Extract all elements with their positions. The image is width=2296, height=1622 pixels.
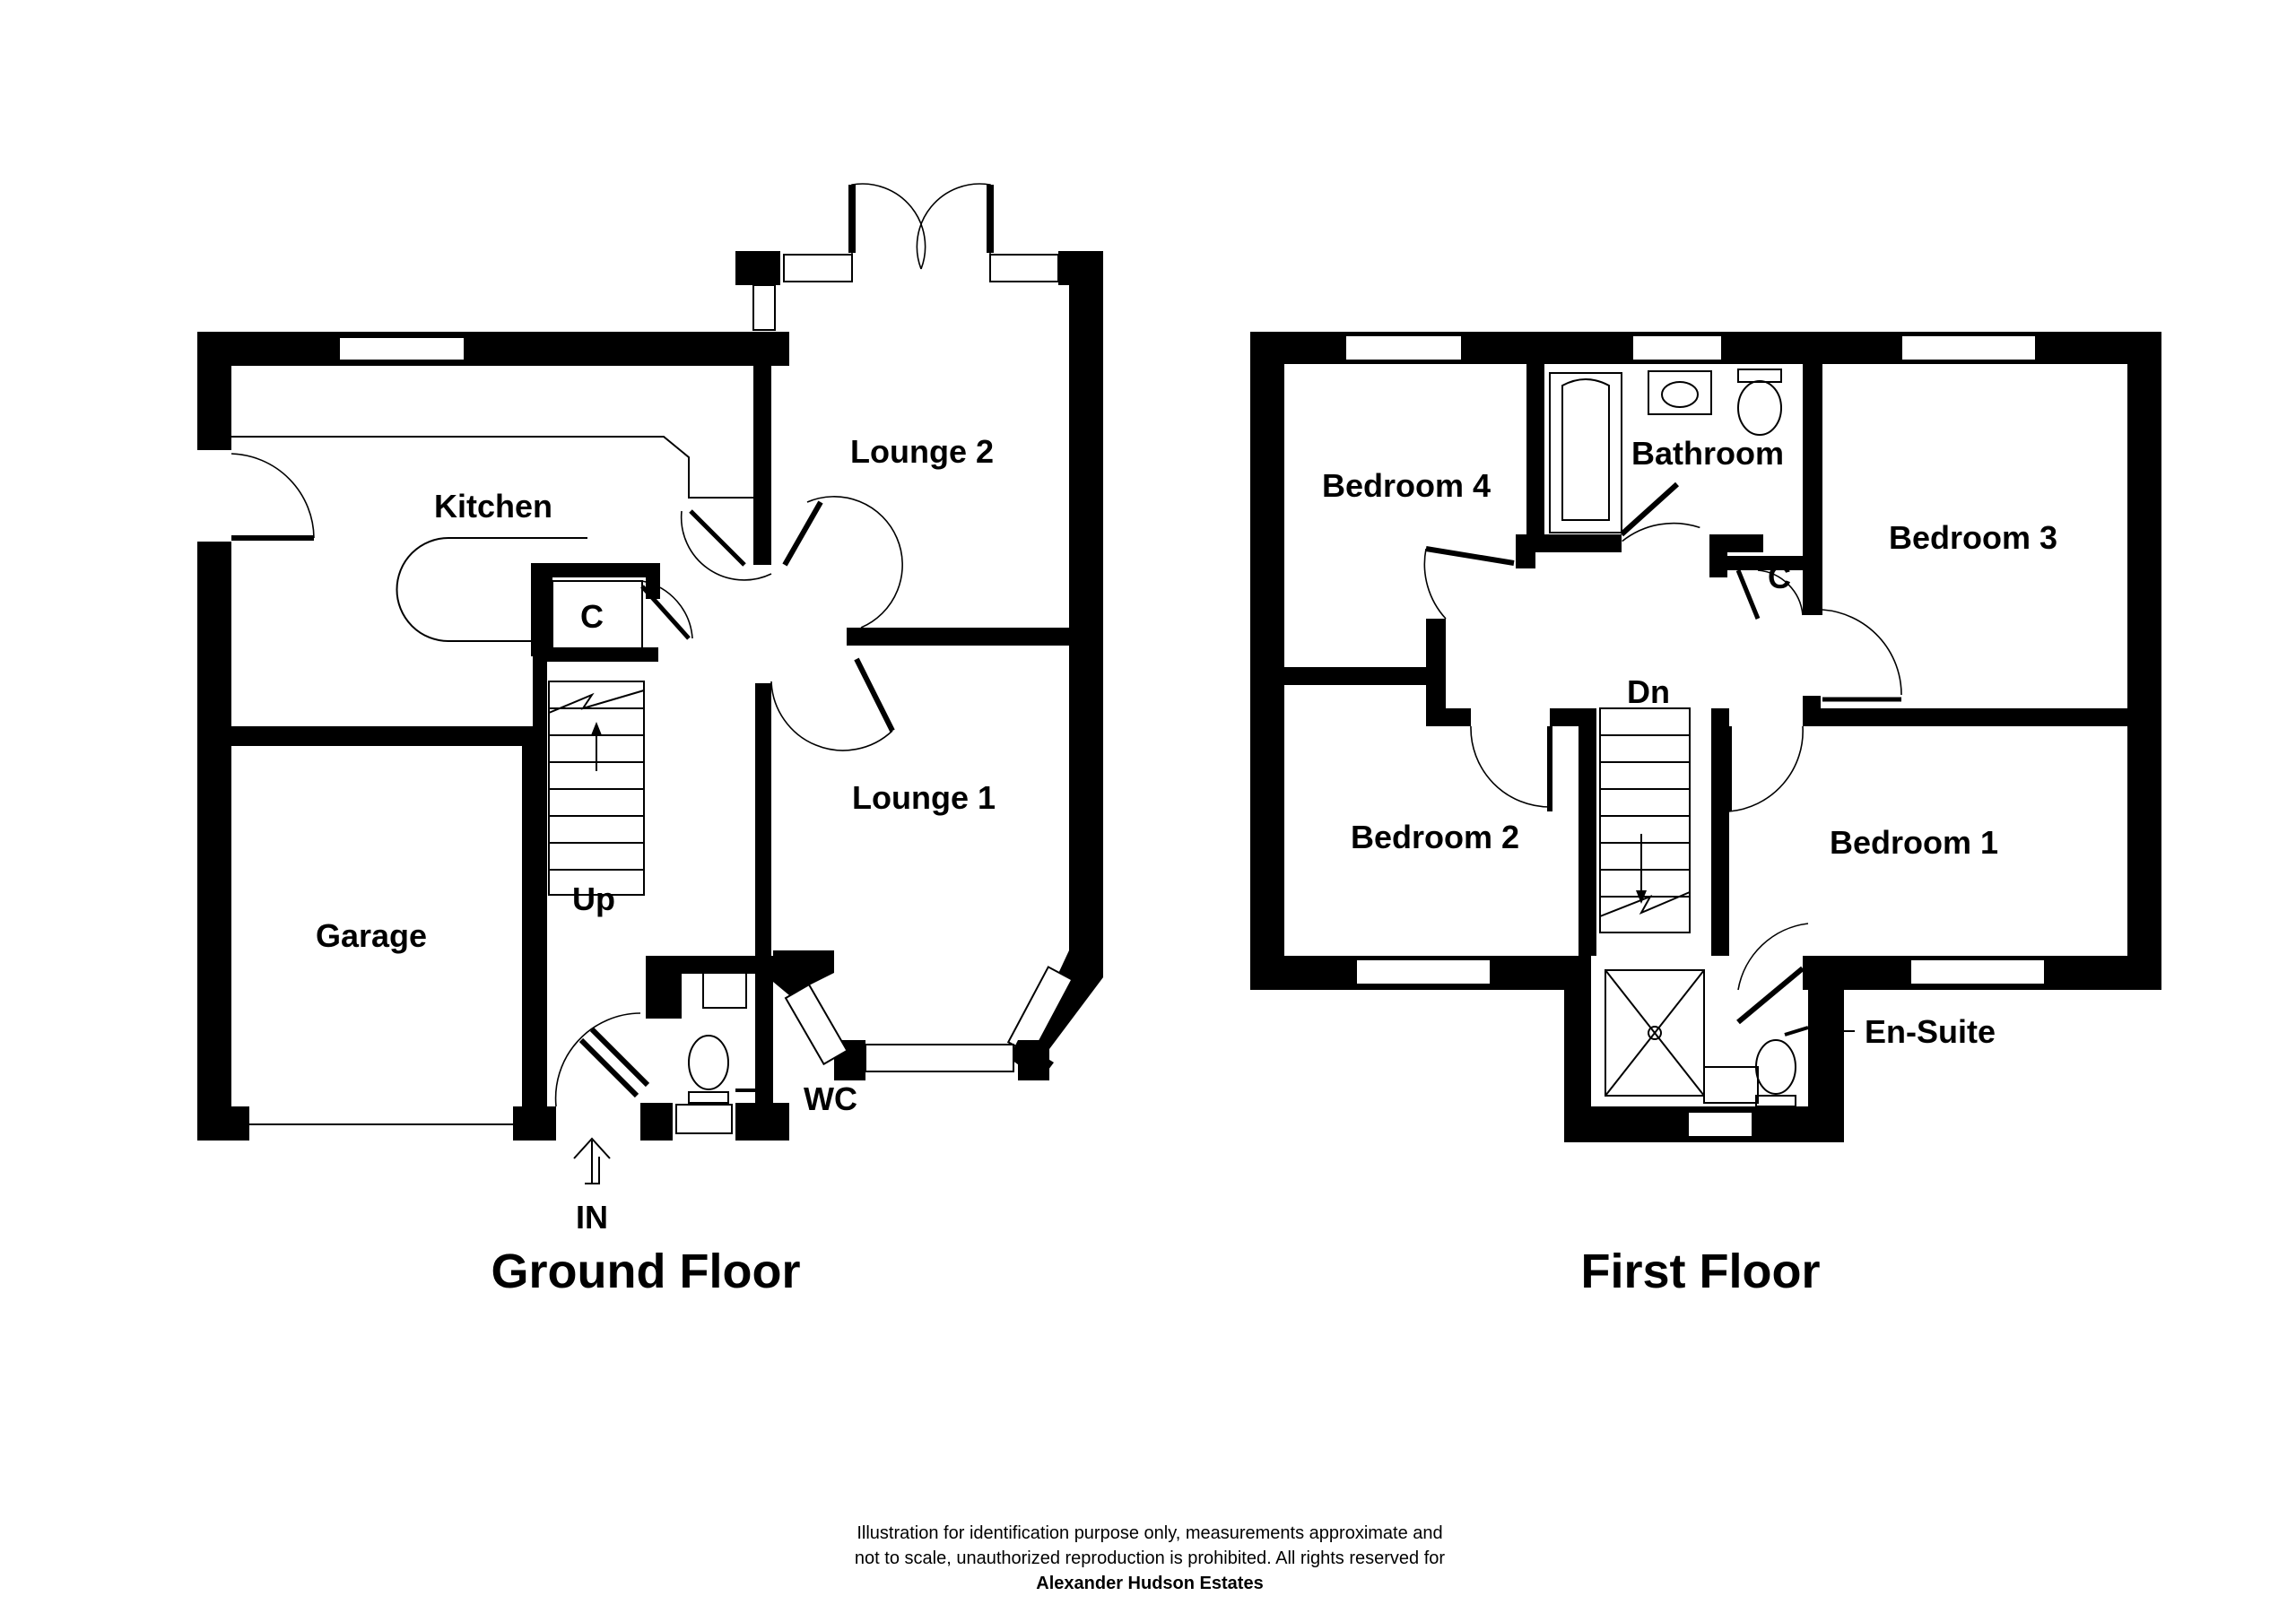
room-label-bathroom: Bathroom xyxy=(1631,435,1784,472)
room-label-bedroom-2: Bedroom 2 xyxy=(1351,819,1519,855)
room-label-garage: Garage xyxy=(316,917,427,954)
room-label-cupboard-first: C xyxy=(1768,559,1791,595)
first-floor-title: First Floor xyxy=(1581,1245,1821,1298)
disclaimer-company: Alexander Hudson Estates xyxy=(1036,1574,1263,1593)
ground-floor-plan xyxy=(197,183,1103,1184)
room-label-bedroom-3: Bedroom 3 xyxy=(1889,519,2057,556)
entrance-label: IN xyxy=(576,1199,608,1236)
ground-floor-title: Ground Floor xyxy=(491,1245,801,1298)
room-label-lounge-2: Lounge 2 xyxy=(850,433,994,470)
stairs-label-up: Up xyxy=(572,880,615,917)
disclaimer-line-1: Illustration for identification purpose … xyxy=(857,1523,1442,1543)
room-label-en-suite: En-Suite xyxy=(1865,1013,1996,1050)
room-label-bedroom-1: Bedroom 1 xyxy=(1830,824,1998,861)
first-floor-plan xyxy=(1250,332,2161,1142)
stairs-label-down: Dn xyxy=(1627,673,1670,710)
disclaimer-line-2: not to scale, unauthorized reproduction … xyxy=(855,1548,1445,1568)
room-label-lounge-1: Lounge 1 xyxy=(852,779,996,816)
room-label-bedroom-4: Bedroom 4 xyxy=(1322,467,1491,504)
room-label-kitchen: Kitchen xyxy=(434,488,552,525)
room-label-cupboard-ground: C xyxy=(580,598,604,635)
room-label-wc: WC xyxy=(804,1080,857,1117)
